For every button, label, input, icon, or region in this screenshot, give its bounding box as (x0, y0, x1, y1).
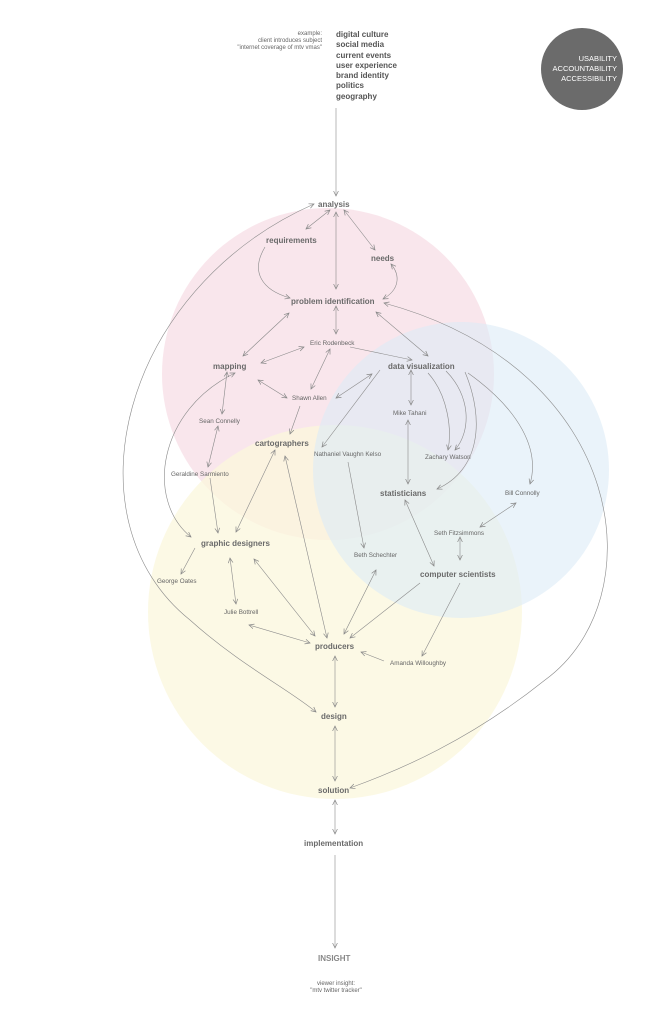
example-line: "internet coverage of mtv vmas" (237, 45, 322, 51)
subject-topics: digital culture social media current eve… (336, 30, 397, 102)
node-data-visualization: data visualization (388, 362, 455, 371)
person-geraldine-sarmiento: Geraldine Sarmiento (171, 471, 229, 478)
connector-arrow (437, 371, 477, 489)
viewer-insight-note: viewer insight: "mtv twitter tracker" (284, 981, 388, 995)
example-line: example: (297, 31, 322, 37)
badge-line: ACCOUNTABILITY (552, 64, 617, 73)
connector-arrow (467, 372, 532, 484)
topic-item: current events (336, 50, 392, 60)
footer-line: "mtv twitter tracker" (310, 988, 362, 994)
topic-item: brand identity (336, 71, 389, 81)
node-computer-scientists: computer scientists (420, 570, 496, 579)
connector-arrow (480, 503, 516, 527)
connector-arrow (258, 380, 287, 398)
person-beth-schechter: Beth Schechter (354, 552, 398, 559)
person-eric-rodenbeck: Eric Rodenbeck (310, 340, 355, 347)
connector-arrow (383, 264, 398, 299)
topic-item: user experience (336, 60, 397, 70)
connector-arrow (261, 347, 304, 363)
footer-line: viewer insight: (316, 981, 355, 987)
person-mike-tahani: Mike Tahani (393, 410, 427, 417)
node-analysis: analysis (318, 200, 350, 209)
person-zachary-watson: Zachary Watson (425, 454, 471, 461)
node-needs: needs (371, 254, 395, 263)
node-insight: INSIGHT (318, 954, 351, 963)
person-bill-connolly: Bill Connolly (505, 490, 540, 497)
connector-arrow (236, 450, 275, 532)
node-implementation: implementation (304, 839, 364, 848)
connector-arrow (427, 372, 449, 450)
node-design: design (321, 712, 347, 721)
connector-arrow (122, 204, 316, 712)
client-example-note: example: client introduces subject "inte… (200, 31, 322, 52)
person-george-oates: George Oates (157, 578, 197, 585)
badge-line: ACCESSIBILITY (561, 74, 617, 83)
connector-arrow (164, 373, 235, 537)
connector-arrow (249, 625, 310, 643)
connector-arrow (243, 313, 289, 356)
node-producers: producers (315, 642, 355, 651)
connector-arrow (344, 210, 375, 250)
connector-arrow (405, 500, 434, 566)
person-shawn-allen: Shawn Allen (292, 395, 327, 402)
topic-item: social media (336, 40, 385, 50)
node-statisticians: statisticians (380, 489, 427, 498)
topic-item: politics (336, 81, 365, 91)
principles-badge: USABILITY ACCOUNTABILITY ACCESSIBILITY (541, 28, 623, 110)
topic-item: digital culture (336, 30, 389, 39)
node-problem-identification: problem identification (291, 297, 375, 306)
venn-circles (148, 208, 609, 799)
node-mapping: mapping (213, 362, 247, 371)
connector-arrow (445, 370, 467, 450)
node-requirements: requirements (266, 236, 317, 245)
person-amanda-willoughby: Amanda Willoughby (390, 660, 447, 667)
person-julie-bottrell: Julie Bottrell (224, 609, 259, 616)
node-solution: solution (318, 786, 350, 795)
connector-arrow (230, 558, 236, 604)
badge-line: USABILITY (578, 54, 617, 63)
node-graphic-designers: graphic designers (201, 539, 270, 548)
connector-arrow (285, 456, 327, 638)
person-sean-connelly: Sean Connelly (199, 418, 240, 425)
connector-arrow (258, 246, 290, 298)
node-cartographers: cartographers (255, 439, 309, 448)
connector-arrow (181, 547, 196, 574)
person-seth-fitzsimmons: Seth Fitzsimmons (434, 530, 485, 537)
person-nathaniel-vaughn-kelso: Nathaniel Vaughn Kelso (314, 451, 382, 458)
example-line: client introduces subject (257, 38, 322, 44)
connector-arrow (422, 582, 461, 656)
topic-item: geography (336, 91, 377, 101)
connector-arrow (290, 405, 301, 434)
